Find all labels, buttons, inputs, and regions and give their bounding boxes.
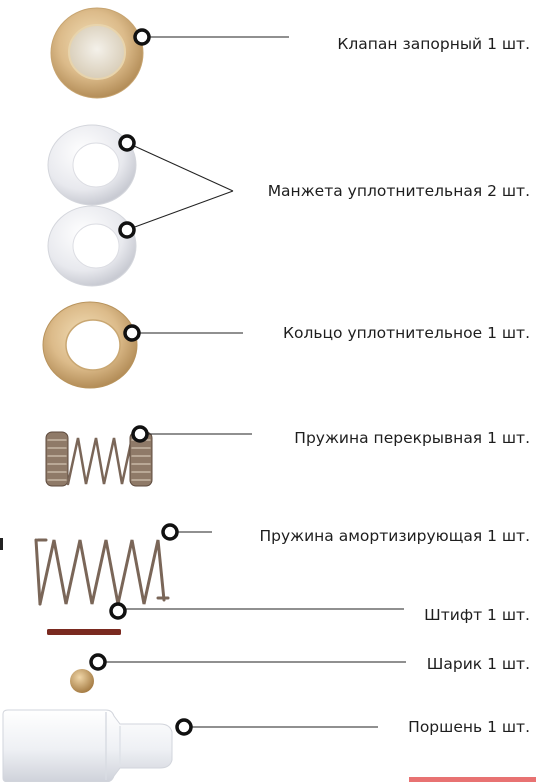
pin-part bbox=[47, 629, 121, 635]
callout-markers bbox=[89, 28, 193, 736]
callout-marker-pin bbox=[109, 602, 127, 620]
valve-part bbox=[50, 7, 144, 99]
callout-marker-cuff-top bbox=[118, 134, 136, 152]
label-piston: Поршень 1 шт. bbox=[408, 718, 530, 736]
label-valve: Клапан запорный 1 шт. bbox=[337, 35, 530, 53]
spring-short-part bbox=[45, 431, 153, 487]
spring-long-part bbox=[34, 538, 170, 606]
callout-marker-ring bbox=[123, 324, 141, 342]
callout-marker-ball bbox=[89, 653, 107, 671]
piston-part bbox=[2, 709, 173, 782]
callout-marker-valve bbox=[133, 28, 151, 46]
leader-lines bbox=[106, 36, 406, 728]
callout-marker-spring2 bbox=[161, 523, 179, 541]
cuff-part-top bbox=[47, 124, 137, 206]
callout-marker-cuff-bottom bbox=[118, 221, 136, 239]
callout-marker-piston bbox=[175, 718, 193, 736]
leader-line-cuff-top bbox=[131, 144, 234, 192]
cuff-part-bottom bbox=[47, 205, 137, 287]
label-spring-short: Пружина перекрывная 1 шт. bbox=[294, 429, 530, 447]
accent-bar bbox=[409, 777, 536, 782]
ring-part bbox=[42, 301, 138, 389]
callout-marker-spring1 bbox=[131, 425, 149, 443]
label-cuff: Манжета уплотнительная 2 шт. bbox=[267, 182, 530, 200]
label-spring-long: Пружина амортизирующая 1 шт. bbox=[259, 527, 530, 545]
label-ring: Кольцо уплотнительное 1 шт. bbox=[282, 324, 530, 342]
label-ball: Шарик 1 шт. bbox=[426, 655, 530, 673]
edge-mark bbox=[0, 538, 3, 550]
ball-part bbox=[70, 669, 94, 693]
leader-line-cuff-bottom bbox=[131, 190, 234, 229]
label-pin: Штифт 1 шт. bbox=[424, 606, 530, 624]
